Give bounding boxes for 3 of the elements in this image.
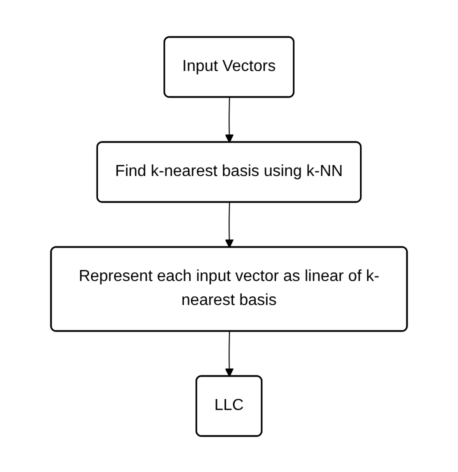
arrow: [224, 202, 234, 248]
arrow: [224, 330, 234, 376]
arrow: [224, 96, 234, 142]
